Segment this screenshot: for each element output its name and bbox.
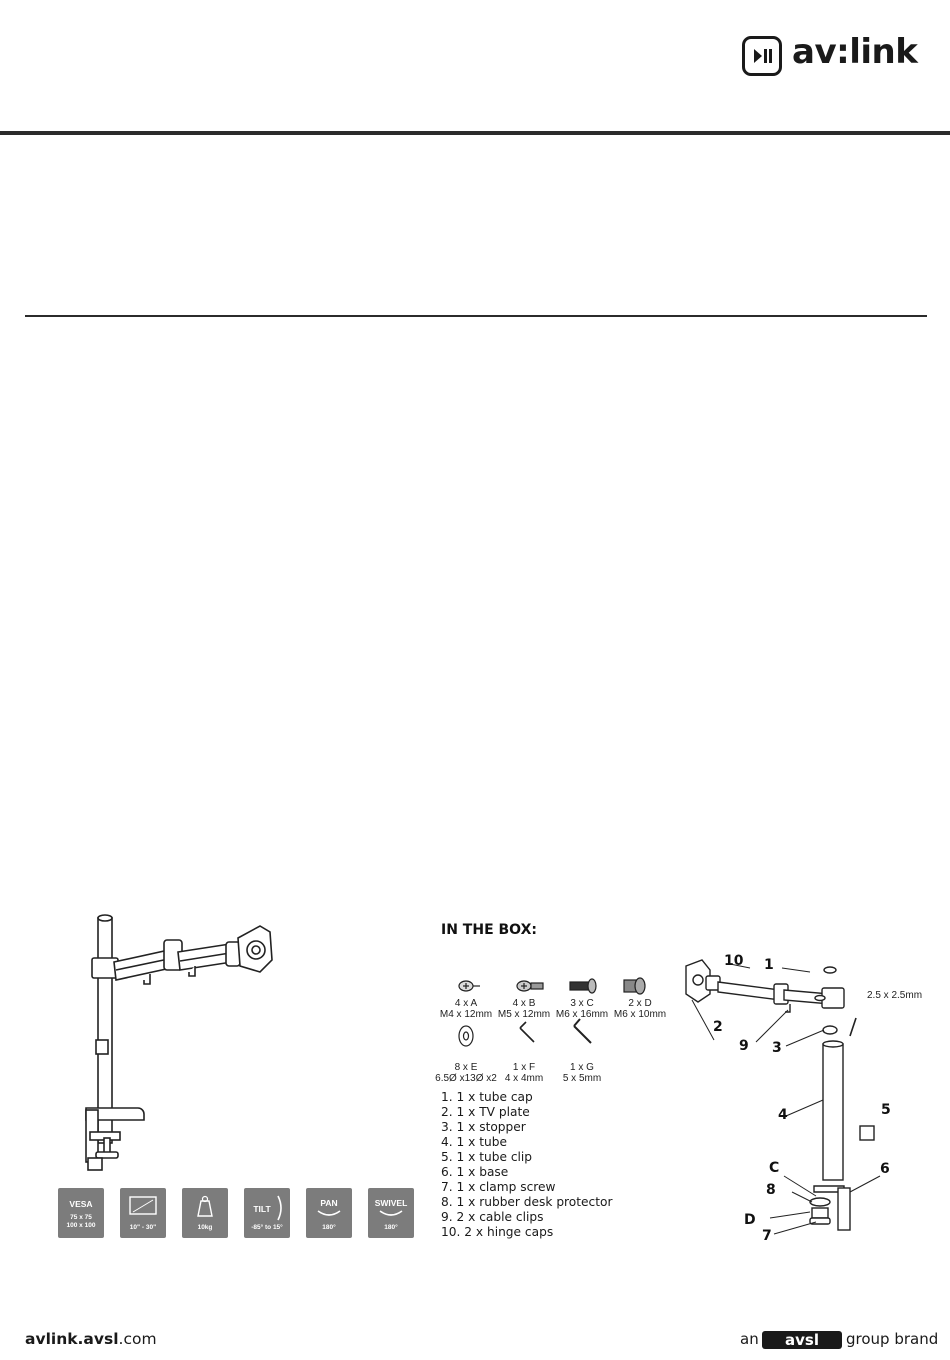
section-divider — [25, 315, 927, 317]
weight-icon — [197, 1195, 213, 1217]
callout-8: 8 — [766, 1182, 776, 1198]
parts-list: 1. 1 x tube cap 2. 1 x TV plate 3. 1 x s… — [441, 1090, 612, 1240]
callout-d: D — [744, 1212, 756, 1228]
brand-logo: av:link — [742, 32, 927, 82]
exploded-assembly-diagram — [685, 959, 881, 1235]
spec-icon-row: VESA 75 x 75 100 x 100 10" - 30" 10kg TI… — [58, 1188, 416, 1238]
svg-text:avsl: avsl — [785, 1331, 819, 1349]
header-divider — [0, 131, 950, 135]
tilt-arc-icon — [277, 1195, 282, 1221]
callout-5: 5 — [881, 1102, 891, 1118]
avsl-logo-icon: avsl — [762, 1331, 842, 1349]
list-item: 5. 1 x tube clip — [441, 1150, 533, 1164]
callout-3: 3 — [772, 1040, 782, 1056]
monitor-arm-product-illustration — [85, 914, 273, 1171]
list-item: 1. 1 x tube cap — [441, 1090, 533, 1104]
callout-c: C — [769, 1160, 780, 1176]
callout-1: 1 — [764, 957, 774, 973]
group-brand-mark: an avsl group brand — [740, 1330, 939, 1349]
spec-pan: PAN 180° — [306, 1188, 352, 1238]
spec-screen-size: 10" - 30" — [120, 1188, 166, 1238]
spec-vesa: VESA 75 x 75 100 x 100 — [58, 1188, 104, 1238]
spec-swivel: SWIVEL 180° — [368, 1188, 414, 1238]
spec-weight: 10kg — [182, 1188, 228, 1238]
list-item: 3. 1 x stopper — [441, 1120, 526, 1134]
callout-10: 10 — [724, 953, 744, 969]
in-the-box-heading: IN THE BOX: — [441, 922, 537, 938]
list-item: 7. 1 x clamp screw — [441, 1180, 556, 1194]
list-item: 9. 2 x cable clips — [441, 1210, 544, 1224]
list-item: 8. 1 x rubber desk protector — [441, 1195, 613, 1209]
footer-website: avlink.avsl.com — [25, 1330, 157, 1348]
callout-4: 4 — [778, 1107, 788, 1123]
list-item: 4. 1 x tube — [441, 1135, 507, 1149]
pan-arc-icon — [317, 1210, 341, 1216]
play-pause-logo-icon — [742, 36, 782, 76]
list-item: 2. 1 x TV plate — [441, 1105, 530, 1119]
list-item: 6. 1 x base — [441, 1165, 509, 1179]
spec-tilt: TILT -85° to 15° — [244, 1188, 290, 1238]
logo-wordmark: av:link — [792, 32, 918, 72]
callout-2: 2 — [713, 1019, 723, 1035]
list-item: 10. 2 x hinge caps — [441, 1225, 554, 1239]
hex-key-size-note: 2.5 x 2.5mm — [867, 990, 923, 1001]
callout-7: 7 — [762, 1228, 772, 1244]
swivel-arc-icon — [379, 1210, 403, 1216]
screen-size-icon — [129, 1196, 157, 1215]
hardware-parts-illustration — [458, 977, 646, 1047]
callout-6: 6 — [880, 1161, 890, 1177]
callout-9: 9 — [739, 1038, 749, 1054]
